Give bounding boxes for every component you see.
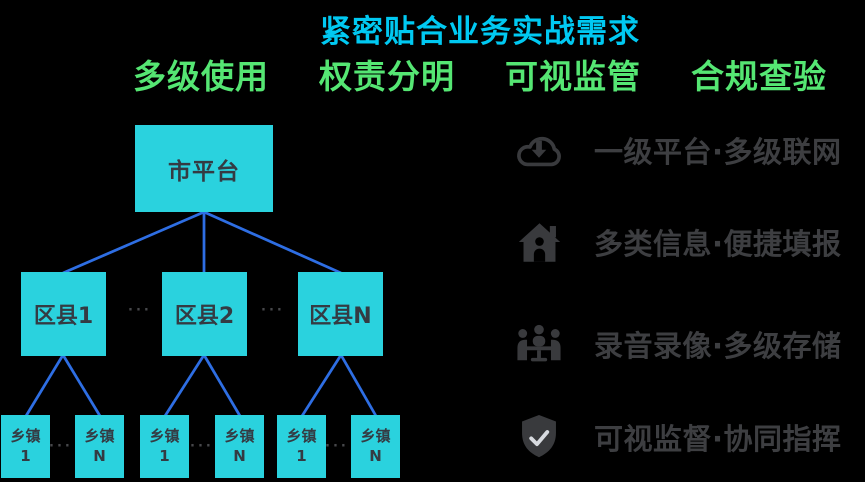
org-node-township: 乡镇 1 xyxy=(277,415,326,478)
org-node-label: 区县1 xyxy=(33,304,94,329)
org-node-township: 乡镇 N xyxy=(75,415,124,478)
org-node-label: 区县2 xyxy=(174,304,235,329)
meeting-icon xyxy=(514,318,564,370)
cloud-download-icon xyxy=(514,124,564,176)
ellipsis-dots: ··· xyxy=(325,439,349,454)
org-node-num: N xyxy=(233,446,246,465)
subtitle-item: 多级使用 xyxy=(133,57,269,96)
subtitle-item: 合规查验 xyxy=(691,57,827,96)
feature-label: 可视监督·协同指挥 xyxy=(594,422,842,456)
page-title: 紧密贴合业务实战需求 xyxy=(320,14,640,50)
org-node-township: 乡镇 1 xyxy=(1,415,50,478)
org-node-city-platform: 市平台 xyxy=(135,125,273,212)
org-node-district-1: 区县1 xyxy=(21,272,106,356)
org-node-label: 乡镇 xyxy=(149,427,180,445)
feature-row-command: 可视监督·协同指挥 xyxy=(514,411,842,463)
home-icon xyxy=(514,216,564,268)
org-node-label: 乡镇 xyxy=(84,427,115,445)
org-node-num: 1 xyxy=(159,446,170,465)
ellipsis-dots: ··· xyxy=(49,439,73,454)
org-node-township: 乡镇 N xyxy=(215,415,264,478)
org-node-label: 区县N xyxy=(309,304,372,329)
feature-row-networking: 一级平台·多级联网 xyxy=(514,124,842,176)
org-node-label: 乡镇 xyxy=(360,427,391,445)
org-node-label: 乡镇 xyxy=(224,427,255,445)
org-node-num: 1 xyxy=(20,446,31,465)
org-node-num: 1 xyxy=(296,446,307,465)
ellipsis-dots: ··· xyxy=(261,303,285,318)
org-node-num: N xyxy=(369,446,382,465)
ellipsis-dots: ··· xyxy=(128,303,152,318)
org-node-township: 乡镇 N xyxy=(351,415,400,478)
feature-label: 录音录像·多级存储 xyxy=(594,329,842,363)
org-node-label: 乡镇 xyxy=(10,427,41,445)
feature-label: 多类信息·便捷填报 xyxy=(594,227,842,261)
subtitle: 多级使用 权责分明 可视监管 合规查验 xyxy=(95,50,865,98)
org-node-label: 市平台 xyxy=(168,158,240,185)
feature-label: 一级平台·多级联网 xyxy=(594,135,842,169)
feature-row-storage: 录音录像·多级存储 xyxy=(514,318,842,370)
org-node-district-n: 区县N xyxy=(298,272,383,356)
org-node-township: 乡镇 1 xyxy=(140,415,189,478)
subtitle-item: 权责分明 xyxy=(319,57,455,96)
shield-check-icon xyxy=(514,411,564,463)
subtitle-item: 可视监管 xyxy=(505,57,641,96)
org-node-num: N xyxy=(93,446,106,465)
org-node-label: 乡镇 xyxy=(286,427,317,445)
ellipsis-dots: ··· xyxy=(190,439,214,454)
org-node-district-2: 区县2 xyxy=(162,272,247,356)
feature-row-reporting: 多类信息·便捷填报 xyxy=(514,216,842,268)
